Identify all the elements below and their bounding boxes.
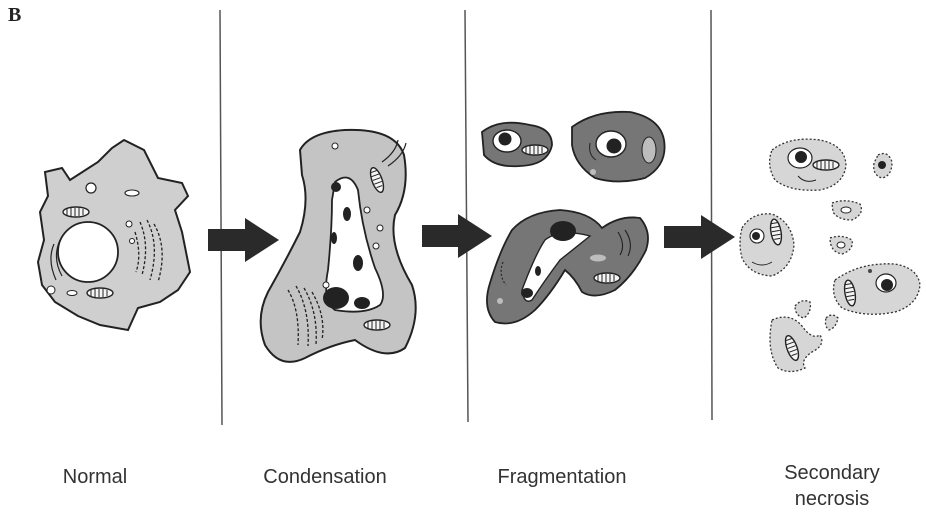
- stage-label-fragmentation: Fragmentation: [474, 464, 650, 490]
- nucleus: [58, 222, 118, 282]
- divider-1: [220, 10, 222, 425]
- necrotic-fragments: [740, 139, 920, 371]
- right-arrow-icon: [664, 215, 735, 259]
- stage-label-normal: Normal: [40, 464, 150, 490]
- stage-label-secondary-necrosis: Secondary necrosis: [752, 460, 912, 512]
- panel-letter: B: [8, 4, 21, 27]
- divider-3: [711, 10, 712, 420]
- divider-2: [465, 10, 468, 422]
- stage-label-condensation: Condensation: [240, 464, 410, 490]
- condensed-cell: [261, 130, 416, 362]
- normal-cell: [38, 140, 190, 330]
- right-arrow-icon: [208, 218, 279, 262]
- right-arrow-icon: [422, 214, 492, 258]
- apoptotic-bodies: [482, 112, 665, 324]
